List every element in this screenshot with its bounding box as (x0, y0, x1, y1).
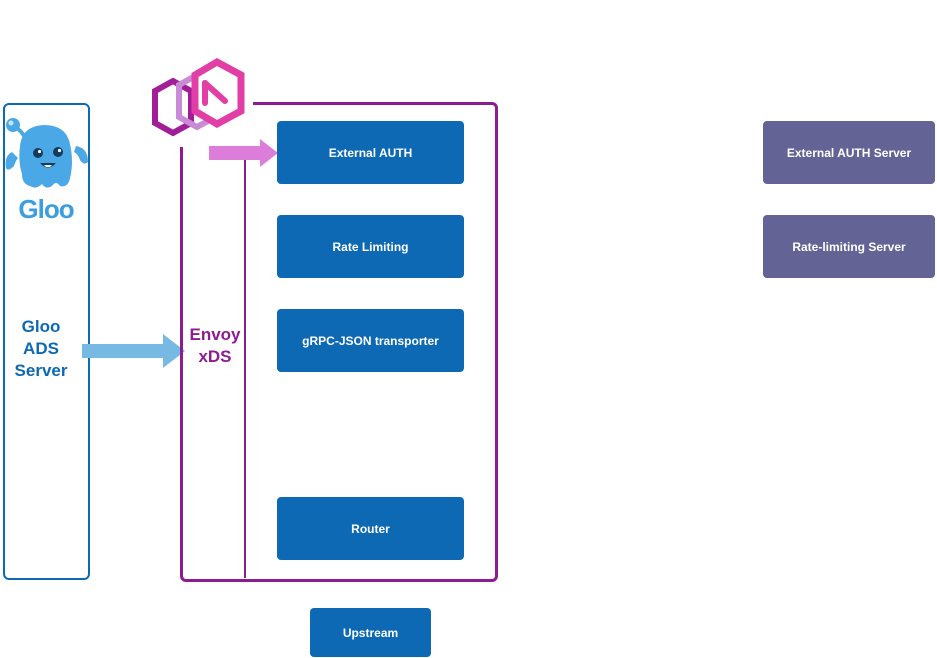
router-filter[interactable]: Router (277, 497, 464, 560)
gloo-panel (3, 103, 90, 580)
gloo-to-envoy-arrow-icon (82, 334, 185, 368)
rate-limiting-server-box[interactable]: Rate-limiting Server (763, 215, 935, 278)
envoy-divider (244, 105, 246, 578)
grpc-json-transporter-filter[interactable]: gRPC-JSON transporter (277, 309, 464, 372)
envoy-panel (180, 102, 498, 582)
upstream-box[interactable]: Upstream (310, 608, 431, 657)
rate-limiting-filter[interactable]: Rate Limiting (277, 215, 464, 278)
gloo-wordmark: Gloo (18, 194, 74, 224)
gloo-mascot-icon (5, 118, 88, 188)
gloo-ads-server-label: Gloo ADS Server (14, 317, 68, 380)
envoy-xds-label: Envoy xDS (189, 325, 241, 366)
envoy-logo-icon (145, 57, 253, 147)
external-auth-filter[interactable]: External AUTH (277, 121, 464, 184)
external-auth-server-box[interactable]: External AUTH Server (763, 121, 935, 184)
external-auth-arrow-icon (209, 139, 278, 167)
